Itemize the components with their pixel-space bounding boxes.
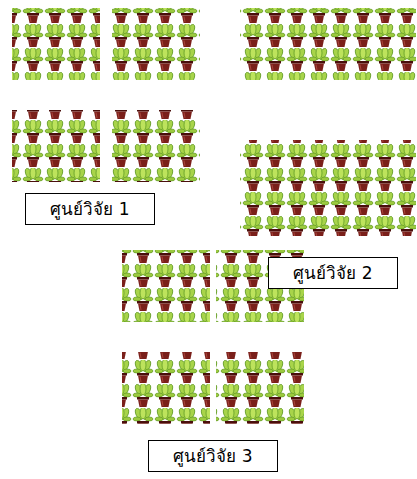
center-2-plants <box>240 8 416 236</box>
center-label: ศูนย์วิจัย 1 <box>50 199 129 219</box>
label-box: ศูนย์วิจัย 1 <box>25 193 155 225</box>
center-label: ศูนย์วิจัย 2 <box>293 263 372 283</box>
label-box: ศูนย์วิจัย 3 <box>148 440 278 472</box>
center-label: ศูนย์วิจัย 3 <box>173 446 252 466</box>
center-1-plants <box>12 8 200 182</box>
label-box: ศูนย์วิจัย 2 <box>268 257 398 289</box>
